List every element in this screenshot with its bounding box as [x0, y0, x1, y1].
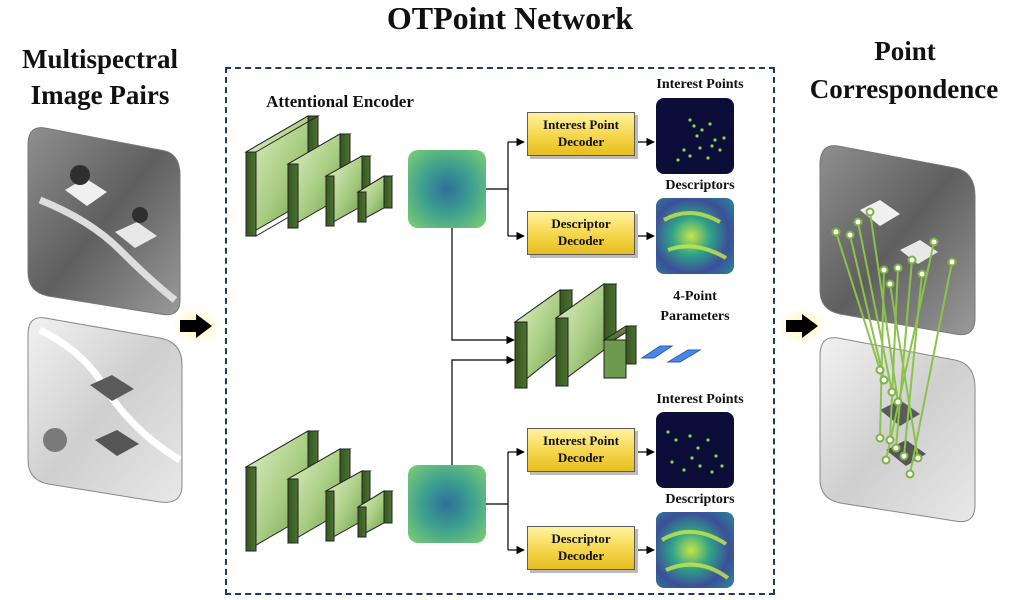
- interest-map-top: [656, 98, 734, 174]
- interest-points-label-top: Interest Points: [656, 77, 744, 92]
- input-image-infrared: [27, 317, 183, 503]
- interest-point-decoder-bottom: Interest Point Decoder: [527, 428, 635, 472]
- input-label-line2: Image Pairs: [30, 80, 170, 110]
- output-arrow: [786, 314, 818, 338]
- encoder-label: Attentional Encoder: [266, 92, 414, 111]
- decoder-label-line2: Decoder: [557, 548, 605, 563]
- decoder-label-line2: Decoder: [557, 450, 605, 465]
- descriptors-label-bottom: Descriptors: [665, 492, 735, 507]
- decoder-label-line1: Interest Point: [543, 433, 619, 449]
- four-point-label-line1: 4-Point: [673, 289, 717, 304]
- interest-map-bottom: [656, 412, 734, 488]
- network-frame: [225, 67, 775, 595]
- interest-points-label-bottom: Interest Points: [656, 392, 744, 407]
- input-label-line1: Multispectral: [22, 44, 178, 74]
- input-image-visible: [27, 127, 181, 316]
- descriptor-decoder-top: Descriptor Decoder: [527, 211, 635, 255]
- encoder-top: [244, 115, 394, 237]
- descriptor-map-bottom: [656, 512, 734, 588]
- encoder-bottom: [244, 430, 394, 552]
- decoder-label-line1: Descriptor: [551, 531, 611, 547]
- decoder-label-line2: Decoder: [557, 233, 605, 248]
- match-points: [831, 207, 957, 479]
- output-label-line2: Correspondence: [809, 74, 999, 104]
- parameter-regression-net: [513, 283, 702, 390]
- feature-map-top: [408, 150, 486, 228]
- correspondence-image-visible: [819, 145, 976, 336]
- descriptor-decoder-bottom: Descriptor Decoder: [527, 526, 635, 570]
- descriptors-label-top: Descriptors: [665, 178, 735, 193]
- output-label-line1: Point: [874, 36, 936, 66]
- match-lines: [835, 211, 953, 475]
- feature-map-bottom: [408, 465, 486, 543]
- decoder-label-line1: Descriptor: [551, 216, 611, 232]
- interest-point-decoder-top: Interest Point Decoder: [527, 112, 635, 156]
- four-point-label-line2: Parameters: [660, 309, 730, 324]
- input-arrow: [180, 314, 212, 338]
- decoder-label-line2: Decoder: [557, 134, 605, 149]
- diagram-title: OTPoint Network: [386, 0, 634, 36]
- descriptor-map-top: [656, 198, 734, 274]
- decoder-label-line1: Interest Point: [543, 117, 619, 133]
